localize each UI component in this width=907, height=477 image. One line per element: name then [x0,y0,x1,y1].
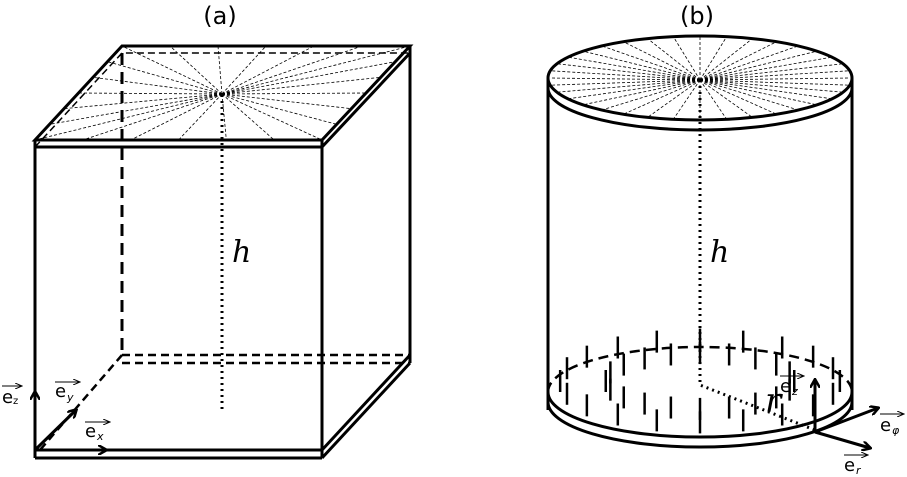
ez-label-b: e z [780,376,804,398]
svg-text:e: e [55,381,66,402]
ray-line [559,63,701,81]
ray-line [221,45,315,95]
ray-line [78,92,223,95]
ray-line [221,61,396,95]
ray-line [221,93,323,141]
ray-line [221,93,275,141]
ray-line [221,76,381,95]
ez-label-a: e z [2,386,22,408]
ray-line [699,79,752,117]
er-arrow [814,430,870,448]
ray-line [699,39,752,81]
panel-a-label: (a) [203,2,236,30]
ray-line [699,63,841,81]
ray-line [570,57,701,81]
ray-line [178,93,223,141]
ex-label-a: e x [85,421,110,443]
ray-line [699,79,727,119]
ray-line [221,93,227,141]
ray-line [603,46,701,81]
ray-line [673,37,701,81]
ray-line [63,93,223,110]
svg-text:y: y [66,391,74,404]
ray-line [699,79,815,105]
ray-line [34,93,223,141]
radius-label: r [765,381,783,421]
svg-text:φ: φ [892,424,900,437]
panel-a-box: (a) h e z e y [2,2,414,460]
ray-line [570,79,701,99]
ray-line [584,51,701,81]
ray-line [699,37,727,81]
svg-text:e: e [2,387,13,408]
ey-arrow [33,410,76,452]
ephi-arrow [814,408,878,434]
top-face-rays [34,45,411,141]
svg-text:z: z [791,385,798,398]
ray-line [673,79,701,119]
ray-line [699,51,816,81]
ray-line [585,79,701,105]
er-label: e r [844,455,868,477]
ray-line [169,45,223,95]
ray-line [107,61,223,95]
ray-line [624,42,701,81]
ray-line [121,45,223,95]
ray-line [624,79,701,114]
svg-text:e: e [880,415,891,436]
svg-text:e: e [780,376,791,397]
ray-line [699,79,830,99]
ray-line [603,79,701,110]
ray-line [699,79,797,110]
ray-line [699,42,776,81]
ray-line [221,45,411,95]
ray-line [699,46,797,81]
ray-line [82,93,223,141]
panel-b-cylinder: (b) h r e z e φ e r [546,2,904,477]
panel-b-label: (b) [680,2,714,30]
ray-line [648,39,701,81]
ray-line [699,79,841,93]
svg-text:x: x [96,430,104,443]
ray-line [221,45,267,95]
ray-line [699,79,776,114]
ray-line [221,92,367,95]
ray-line [559,79,701,93]
ephi-label: e φ [880,414,904,437]
height-label-a: h [232,235,251,270]
svg-text:e: e [85,421,96,442]
ray-line [217,45,223,95]
svg-text:e: e [844,455,855,476]
ray-line [92,76,223,95]
ey-label-a: e y [55,381,80,404]
ray-line [648,79,701,117]
ray-line [130,93,223,141]
ray-line [221,93,352,110]
svg-text:r: r [856,464,862,477]
svg-text:z: z [13,396,18,407]
ray-line [699,57,830,81]
ray-line [699,77,851,81]
height-label-b: h [710,235,729,270]
ray-line [549,77,701,81]
top-disc-rays [549,37,851,119]
ray-line [49,93,223,125]
